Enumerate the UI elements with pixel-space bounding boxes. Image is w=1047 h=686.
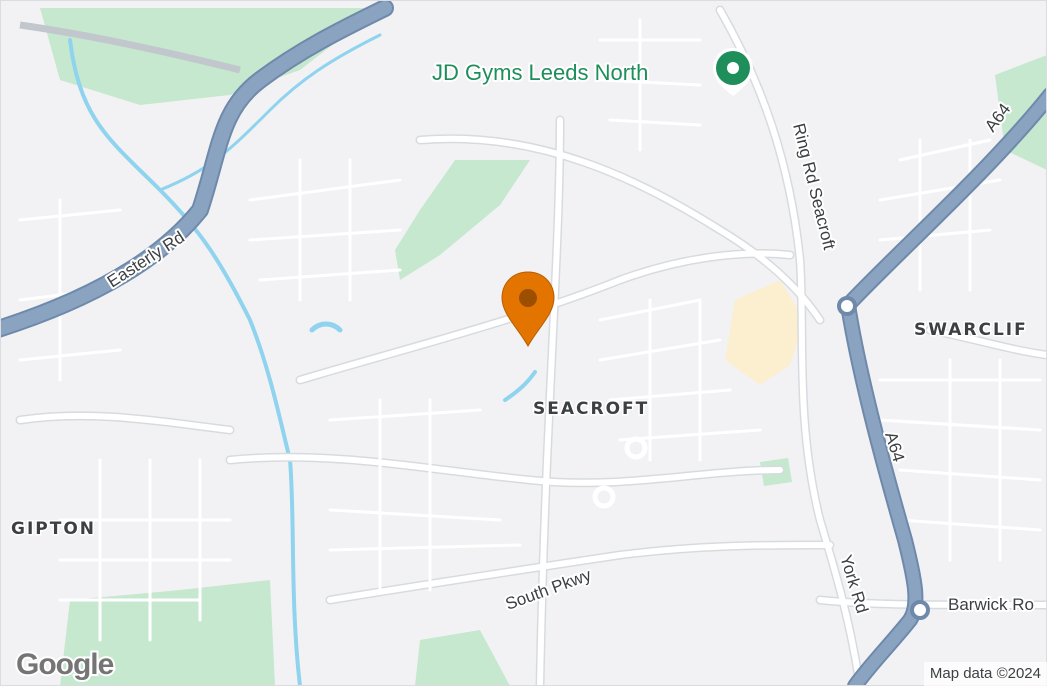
map-pin-poi-icon[interactable]: [713, 48, 753, 96]
poi-jd-gyms[interactable]: JD Gyms Leeds North: [430, 48, 753, 96]
residential-streets: [18, 18, 1042, 642]
campus-area: [725, 280, 805, 385]
park-central: [395, 160, 530, 280]
park-top-left: [40, 8, 380, 105]
streets: [17, 7, 1047, 686]
area-label-gipton: GIPTON: [11, 519, 96, 539]
waterways: [68, 33, 537, 686]
junctions: [837, 296, 930, 620]
park-bottom-left: [60, 580, 275, 686]
location-marker-icon[interactable]: [501, 271, 555, 348]
pond: [309, 321, 343, 333]
stream-seacroft: [503, 370, 537, 402]
road-top-left: [19, 21, 241, 74]
stream-main: [68, 38, 302, 686]
map-attribution[interactable]: Map data ©2024: [923, 662, 1047, 686]
a64: [842, 89, 1047, 686]
stream-branch: [158, 33, 382, 192]
easterly-rd: [0, 1, 392, 336]
poi-label[interactable]: JD Gyms Leeds North: [430, 58, 650, 87]
area-label-swarclif: SWARCLIF: [914, 320, 1028, 340]
parks: [40, 8, 1047, 686]
google-logo[interactable]: Google: [14, 646, 117, 683]
road-label-barwick-rd: Barwick Ro: [948, 595, 1034, 614]
area-label-seacroft: SEACROFT: [533, 399, 649, 419]
roundabouts: [592, 436, 648, 509]
park-bottom-center: [415, 630, 510, 686]
